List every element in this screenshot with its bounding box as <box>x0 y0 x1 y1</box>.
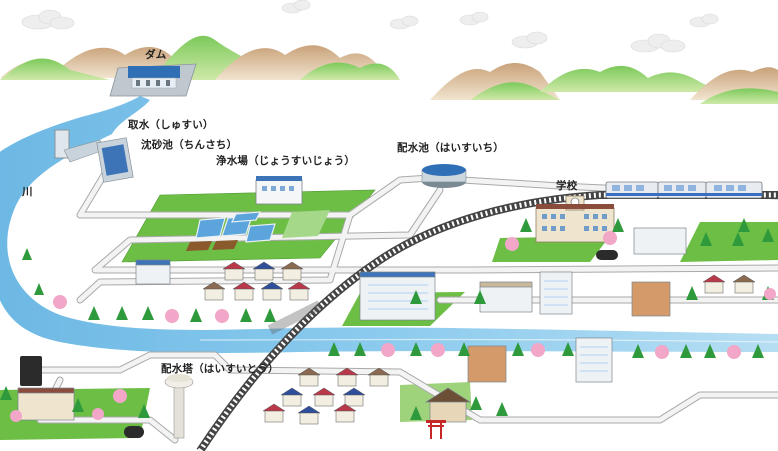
label-sedimentation-basin: 沈砂池（ちんさち） <box>141 140 237 151</box>
label-river: 川 <box>22 187 33 198</box>
clouds <box>22 0 718 52</box>
water-tower <box>165 374 193 438</box>
dam <box>110 64 196 96</box>
label-purification-plant: 浄水場（じょうすいじょう） <box>216 156 355 167</box>
reservoir <box>422 164 466 188</box>
label-dam: ダム <box>145 50 166 61</box>
label-reservoir: 配水池（はいすいち） <box>397 143 504 154</box>
label-school: 学校 <box>556 181 577 192</box>
torii-gate <box>426 420 446 439</box>
train <box>606 182 762 198</box>
label-water-tower: 配水塔（はいすいとう） <box>161 364 279 375</box>
label-intake: 取水（しゅすい） <box>128 120 214 131</box>
